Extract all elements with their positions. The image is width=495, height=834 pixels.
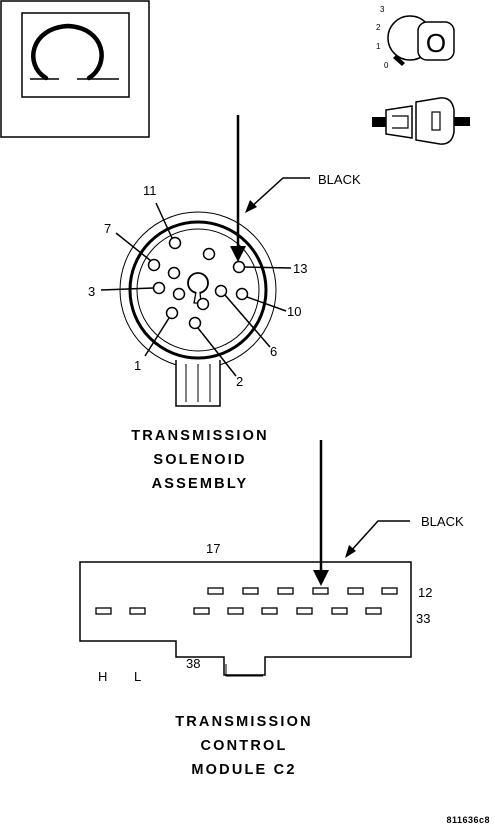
cavity-bottom-2: [227, 607, 244, 615]
pin-label-2: 2: [236, 374, 243, 389]
probe-left-lead: [372, 117, 386, 127]
cavity-bottom-3: [261, 607, 278, 615]
wire-color-label-module: BLACK: [421, 514, 464, 529]
pin-label-l: L: [134, 669, 141, 684]
ohmmeter-symbol: [0, 0, 150, 138]
pin-inner-mid: [172, 287, 186, 301]
module-connector: 17 12 33 38 H L BLACK TRANSMISSION CONTR…: [79, 440, 464, 778]
pin-7: [147, 258, 161, 272]
pin-1: [165, 306, 179, 320]
cavity-33: [365, 607, 382, 615]
connector-shell-rim: [128, 220, 268, 360]
key-position-0: 0: [384, 61, 389, 70]
cavity-l: [129, 607, 146, 615]
key-off-marker: [393, 55, 405, 66]
connector-shell-outer: [119, 211, 277, 369]
cavity-top-4: [312, 587, 329, 595]
cavity-12: [381, 587, 398, 595]
pin-label-13: 13: [293, 261, 307, 276]
connector-shell-inner: [136, 228, 260, 352]
pin-6: [214, 284, 228, 298]
key-position-3: 3: [380, 5, 385, 14]
pin-label-33: 33: [416, 611, 430, 626]
pin-label-7: 7: [104, 221, 111, 236]
pin-label-38: 38: [186, 656, 200, 671]
solenoid-connector: 11 7 3 1 2 6 10 13 BLACK TRANSMISSION SO…: [88, 115, 361, 492]
probe-right-lead: [454, 117, 470, 126]
module-title-line-2: CONTROL: [200, 738, 287, 754]
pin-label-10: 10: [287, 304, 301, 319]
pin-label-12: 12: [418, 585, 432, 600]
pin-label-11: 11: [143, 183, 157, 198]
module-connector-body: [79, 561, 412, 676]
pin-label-17: 17: [206, 541, 220, 556]
module-title-line-3: MODULE C2: [191, 762, 296, 778]
ohms-symbol-icon: [31, 23, 104, 81]
cavity-bottom-5: [331, 607, 348, 615]
key-position-1: 1: [376, 42, 381, 51]
pin-label-3: 3: [88, 284, 95, 299]
solenoid-title-line-3: ASSEMBLY: [152, 476, 249, 492]
pin-label-1: 1: [134, 358, 141, 373]
pin-3: [152, 281, 166, 295]
outer-frame: [0, 0, 150, 138]
pin-11: [168, 236, 182, 250]
cavity-top-1: [207, 587, 224, 595]
wire-color-label-solenoid: BLACK: [318, 172, 361, 187]
cavity-h: [95, 607, 112, 615]
key-label: O: [426, 28, 446, 58]
pin-13: [232, 260, 246, 274]
connector-probe-icon: [372, 97, 470, 145]
cavity-bottom-1: [193, 607, 210, 615]
center-key-hole: [187, 272, 209, 294]
pin-2: [188, 316, 202, 330]
probe-right-detail: [431, 111, 441, 131]
probe-left-body: [385, 105, 413, 139]
key-head: [417, 21, 455, 61]
probe-arrowhead-module: [313, 570, 329, 586]
key-position-2: 2: [376, 23, 381, 32]
probe-arrowhead-solenoid: [230, 246, 246, 262]
cavity-top-3: [277, 587, 294, 595]
pin-inner-right: [196, 297, 210, 311]
figure-code: 811636c8: [446, 815, 490, 825]
pin-10: [235, 287, 249, 301]
inner-frame: [21, 12, 130, 98]
pin-inner-left: [167, 266, 181, 280]
solenoid-title-line-2: SOLENOID: [153, 452, 246, 468]
module-title-line-1: TRANSMISSION: [175, 714, 313, 730]
probe-left-detail: [392, 115, 409, 129]
pin-label-h: H: [98, 669, 107, 684]
ignition-key-icon: 3 2 1 0 O: [376, 5, 455, 70]
probe-right-body: [415, 97, 455, 145]
cavity-top-5: [347, 587, 364, 595]
pin-unlabeled-top: [202, 247, 216, 261]
cavity-top-2: [242, 587, 259, 595]
cavity-bottom-4: [296, 607, 313, 615]
pin-label-6: 6: [270, 344, 277, 359]
solenoid-title-line-1: TRANSMISSION: [131, 428, 269, 444]
